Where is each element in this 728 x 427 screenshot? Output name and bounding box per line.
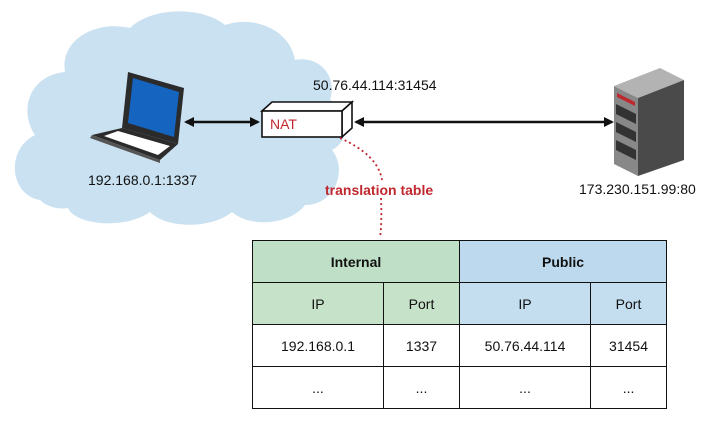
- laptop-ip-label: 192.168.0.1:1337: [88, 172, 197, 188]
- internal-port-header: Port: [382, 282, 461, 325]
- table-row: ... ... ... ...: [252, 366, 668, 409]
- public-ip-header: IP: [459, 282, 592, 325]
- table-row: 192.168.0.1 1337 50.76.44.114 31454: [252, 324, 668, 367]
- translation-table-label: translation table: [325, 182, 434, 198]
- server-icon: [614, 68, 684, 176]
- nat-label: NAT: [270, 116, 297, 132]
- laptop-icon: [90, 72, 184, 163]
- table-cell: ...: [590, 366, 668, 409]
- table-cell: ...: [382, 366, 461, 409]
- nat-device-icon: [259, 100, 355, 139]
- nat-public-ip-label: 50.76.44.114:31454: [313, 77, 437, 93]
- translation-table-pointer: [339, 137, 383, 239]
- public-port-header: Port: [590, 282, 668, 325]
- server-ip-label: 173.230.151.99:80: [579, 181, 696, 197]
- public-group-header: Public: [459, 240, 668, 283]
- translation-table: Internal Public IP Port IP Port 192.168.…: [251, 240, 668, 409]
- table-cell: ...: [252, 366, 384, 409]
- table-cell: ...: [459, 366, 592, 409]
- table-cell: 50.76.44.114: [459, 324, 592, 367]
- table-cell: 192.168.0.1: [252, 324, 384, 367]
- table-cell: 1337: [382, 324, 461, 367]
- internal-ip-header: IP: [252, 282, 384, 325]
- table-cell: 31454: [590, 324, 668, 367]
- internal-group-header: Internal: [251, 240, 461, 283]
